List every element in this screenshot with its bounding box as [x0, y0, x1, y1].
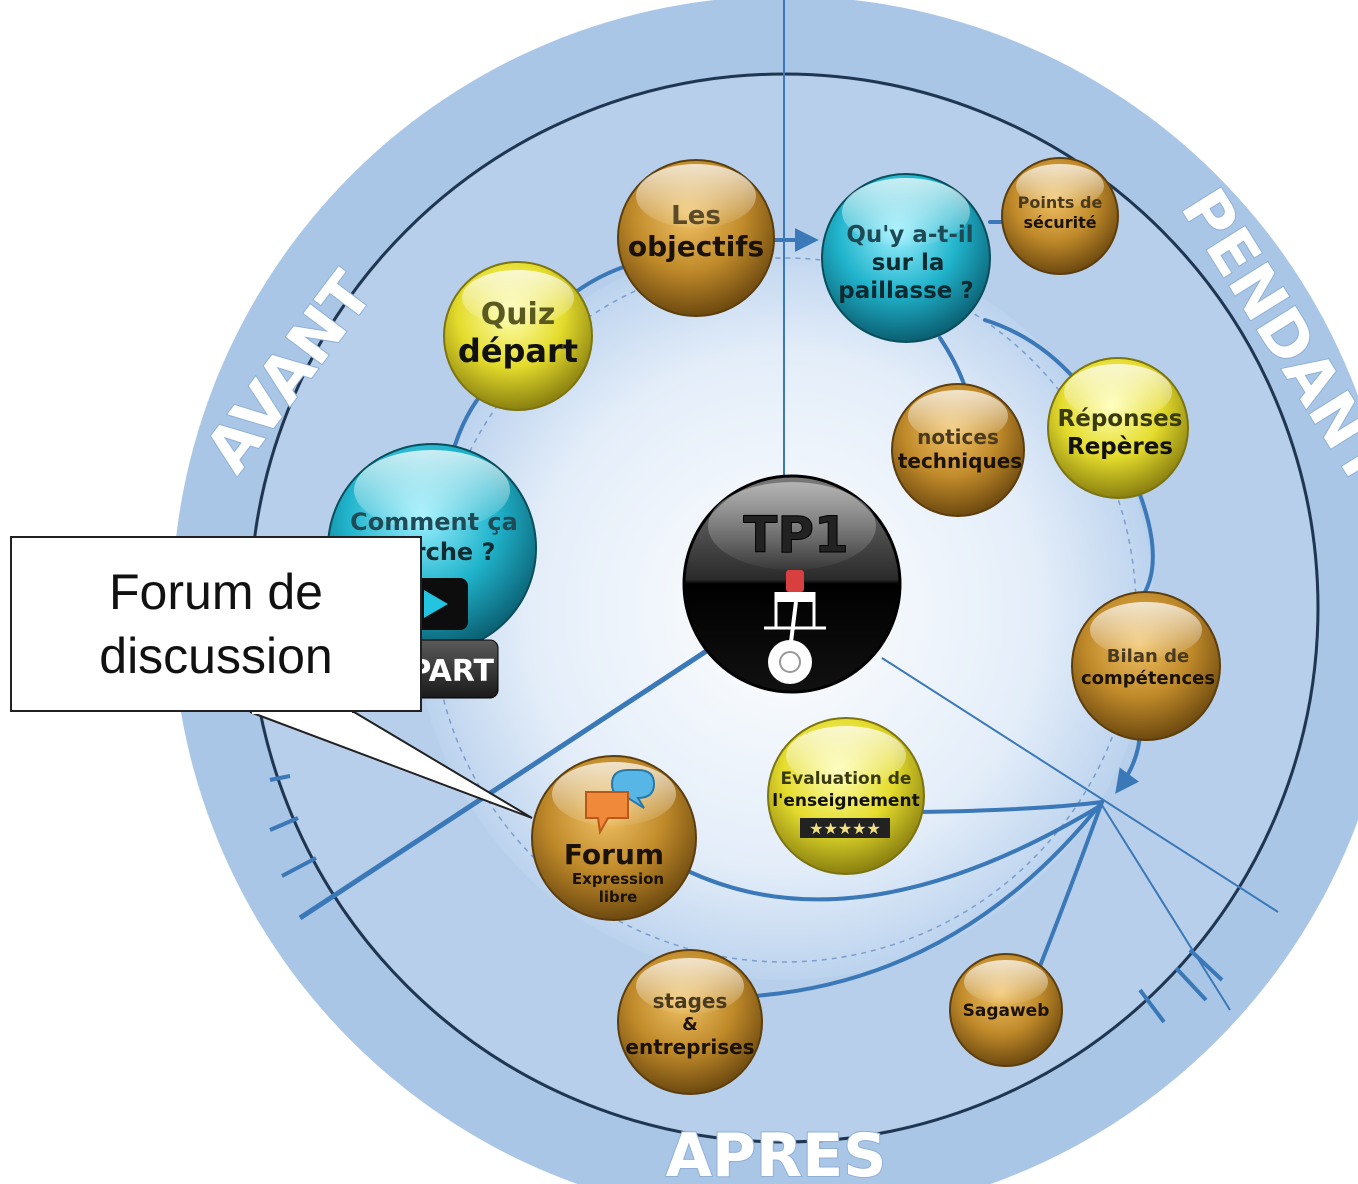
node-reponses-reperes[interactable]: Réponses Repères	[1047, 357, 1189, 499]
svg-text:★★★★★: ★★★★★	[809, 819, 881, 838]
node-securite-line2: sécurité	[1023, 213, 1096, 232]
chat-bubbles-icon	[585, 769, 656, 836]
node-quiz-line2: départ	[458, 332, 578, 370]
node-paillasse[interactable]: Qu'y a-t-il sur la paillasse ?	[821, 173, 991, 343]
node-reponses-line2: Repères	[1067, 434, 1173, 460]
callout-forum-de-discussion: Forum de discussion	[10, 536, 422, 712]
node-forum[interactable]: Forum Expression libre	[531, 755, 697, 921]
node-reponses-line1: Réponses	[1058, 406, 1183, 432]
node-paillasse-line2: sur la	[872, 250, 945, 276]
node-securite-line1: Points de	[1018, 193, 1103, 212]
node-evaluation-enseignement[interactable]: Evaluation de l'enseignement ★★★★★	[767, 717, 925, 875]
node-bilan-line1: Bilan de	[1107, 646, 1189, 667]
node-paillasse-line3: paillasse ?	[838, 278, 973, 304]
callout-line2: discussion	[99, 628, 333, 684]
rating-stars-icon: ★★★★★	[800, 818, 890, 838]
node-forum-line1: Forum	[564, 838, 664, 871]
ring-label-apres: APRES	[666, 1121, 887, 1184]
node-les-objectifs[interactable]: Les objectifs	[617, 159, 775, 317]
node-notices-line2: techniques	[898, 449, 1022, 473]
node-paillasse-line1: Qu'y a-t-il	[846, 222, 973, 248]
callout-pointer	[249, 710, 533, 819]
node-evaluation-line2: l'enseignement	[772, 791, 919, 811]
node-evaluation-line1: Evaluation de	[781, 769, 912, 789]
node-bilan-line2: compétences	[1081, 668, 1215, 689]
node-forum-line3: libre	[599, 888, 638, 906]
node-notices-techniques[interactable]: notices techniques	[891, 383, 1025, 517]
node-quiz-depart[interactable]: Quiz départ	[443, 261, 593, 411]
node-forum-line2: Expression	[572, 870, 664, 888]
node-comment-line1: Comment ça	[350, 508, 518, 536]
callout-line1: Forum de	[109, 564, 323, 620]
node-objectifs-line1: Les	[671, 201, 721, 231]
divider-left	[298, 647, 710, 921]
center-tp1[interactable]: TP1	[682, 474, 902, 694]
tick-marks	[269, 774, 1224, 1024]
node-notices-line1: notices	[917, 425, 999, 449]
node-stages-line2: &	[682, 1014, 698, 1035]
node-stages-line1: stages	[653, 989, 728, 1013]
node-objectifs-line2: objectifs	[628, 230, 764, 263]
play-icon	[424, 590, 448, 618]
node-bilan-competences[interactable]: Bilan de compétences	[1071, 591, 1221, 741]
node-stages-line3: entreprises	[625, 1035, 754, 1059]
node-sagaweb-label: Sagaweb	[963, 1001, 1050, 1021]
node-quiz-line1: Quiz	[481, 297, 556, 332]
node-sagaweb[interactable]: Sagaweb	[949, 953, 1063, 1067]
divider-right	[881, 657, 1279, 913]
center-title: TP1	[743, 506, 849, 564]
node-points-securite[interactable]: Points de sécurité	[1001, 157, 1119, 275]
node-stages-entreprises[interactable]: stages & entreprises	[617, 949, 763, 1095]
engine-icon	[764, 570, 826, 684]
